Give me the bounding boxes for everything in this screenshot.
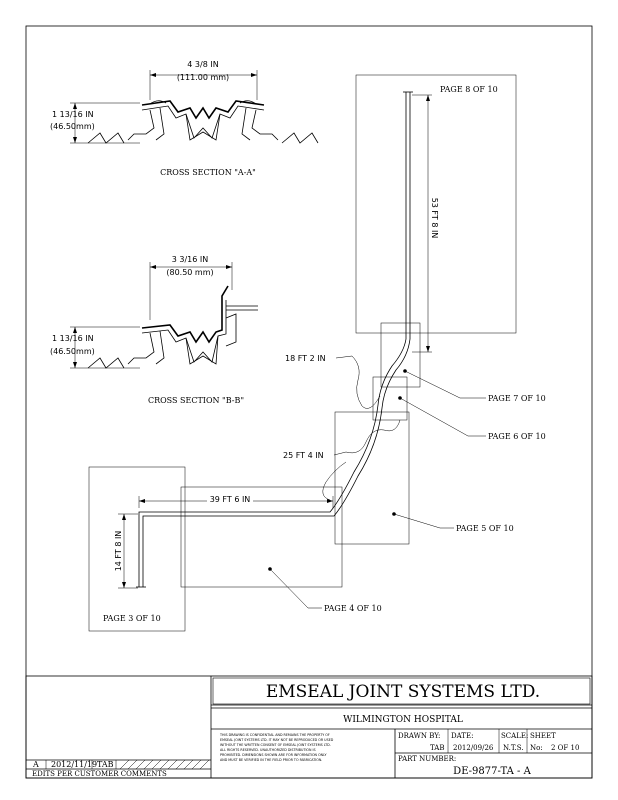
section-a-depth-in: 1 13/16 IN [52, 110, 94, 119]
cross-section-b: 3 3/16 IN (80.50 mm) 1 13/16 IN (46.50mm… [50, 255, 258, 405]
project-name: WILMINGTON HOSPITAL [343, 715, 463, 725]
dim-25ft: 25 FT 4 IN [283, 451, 324, 460]
label-page4: PAGE 4 OF 10 [324, 604, 382, 613]
rev-note: EDITS PER CUSTOMER COMMENTS [32, 770, 167, 778]
page6-outline [372, 376, 408, 421]
dim-39ft: 39 FT 6 IN [210, 495, 251, 504]
drawn-by-label: DRAWN BY: [398, 732, 440, 740]
disclaimer-line-4: ALL RIGHTS RESERVED. UNAUTHORIZED DISTRI… [220, 748, 316, 752]
sheet-no-value: 2 OF 10 [551, 744, 579, 752]
section-a-title: CROSS SECTION "A-A" [160, 168, 256, 177]
scale-label: SCALE: [501, 732, 528, 740]
sheet-no-label: No: [530, 744, 543, 752]
plan-layout: 53 FT 8 IN 18 FT 2 IN 25 FT 4 IN 39 FT 6… [88, 74, 546, 632]
dim-14ft: 14 FT 8 IN [114, 531, 123, 572]
section-b-depth-in: 1 13/16 IN [52, 334, 94, 343]
cross-section-a: 4 3/8 IN (111.00 mm) 1 13/16 IN (46.50mm… [50, 60, 319, 177]
section-b-title: CROSS SECTION "B-B" [148, 396, 244, 405]
part-number-label: PART NUMBER: [398, 755, 456, 763]
disclaimer-line-1: THIS DRAWING IS CONFIDENTIAL AND REMAINS… [219, 733, 330, 737]
section-b-depth-mm: (46.50mm) [50, 347, 95, 356]
disclaimer-line-2: EMSEAL JOINT SYSTEMS LTD. IT MAY NOT BE … [220, 738, 334, 742]
page7-outline [380, 322, 421, 388]
scale-value: N.T.S. [503, 744, 524, 752]
title-block: A 2012/11/19 TAB EDITS PER CUSTOMER COMM… [25, 675, 593, 779]
date-value: 2012/09/26 [453, 744, 494, 752]
section-b-width-in: 3 3/16 IN [172, 255, 209, 264]
label-page7: PAGE 7 OF 10 [488, 394, 546, 403]
rev-date: 2012/11/19 [51, 760, 97, 769]
page3-outline [88, 466, 186, 632]
page4-outline [180, 486, 343, 588]
page8-outline [355, 74, 517, 334]
sheet-label: SHEET [530, 732, 556, 740]
section-a-width-in: 4 3/8 IN [187, 60, 218, 69]
dim-18ft: 18 FT 2 IN [285, 354, 326, 363]
rev-by: TAB [97, 760, 114, 769]
rev-letter: A [32, 760, 39, 769]
drawn-by-value: TAB [430, 744, 445, 752]
section-b-width-mm: (80.50 mm) [166, 268, 213, 277]
disclaimer-line-5: PROHIBITED. DIMENSIONS SHOWN ARE FOR INF… [220, 753, 328, 757]
label-page3: PAGE 3 OF 10 [103, 614, 161, 623]
date-label: DATE: [451, 732, 473, 740]
disclaimer-line-6: AND MUST BE VERIFIED IN THE FIELD PRIOR … [220, 758, 322, 762]
label-page6: PAGE 6 OF 10 [488, 432, 546, 441]
page5-outline [334, 411, 410, 545]
section-a-depth-mm: (46.50mm) [50, 122, 95, 131]
dim-53ft: 53 FT 8 IN [430, 198, 439, 239]
section-a-width-mm: (111.00 mm) [177, 73, 229, 82]
company-name: EMSEAL JOINT SYSTEMS LTD. [266, 682, 540, 702]
part-number-value: DE-9877-TA - A [453, 766, 531, 777]
label-page8: PAGE 8 OF 10 [440, 85, 498, 94]
label-page5: PAGE 5 OF 10 [456, 524, 514, 533]
disclaimer-line-3: WITHOUT THE WRITTEN CONSENT OF EMSEAL JO… [220, 743, 331, 747]
